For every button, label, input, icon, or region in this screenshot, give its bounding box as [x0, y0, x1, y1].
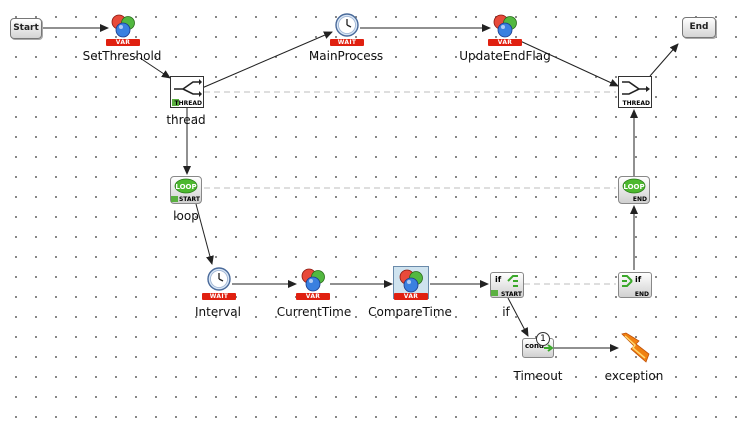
globe-var-icon	[301, 268, 325, 292]
clock-wait-icon	[335, 13, 359, 37]
loop-start-node[interactable]: LOOP START	[170, 176, 202, 204]
compare-time-label: CompareTime	[368, 305, 452, 319]
if-start-node[interactable]: if START	[490, 272, 524, 298]
main-process-node[interactable]: WAIT	[330, 12, 364, 46]
edge-loop-interval	[195, 203, 214, 265]
thread-label: thread	[166, 113, 206, 127]
collapse-toggle[interactable]	[172, 99, 179, 106]
var-badge: VAR	[394, 293, 428, 300]
if-branch-icon	[622, 275, 633, 287]
exception-label: exception	[604, 369, 664, 383]
wait-badge: WAIT	[202, 293, 236, 300]
main-process-label: MainProcess	[308, 49, 384, 63]
collapse-toggle[interactable]	[171, 196, 178, 202]
cond-index-badge: 1	[536, 332, 550, 346]
current-time-node[interactable]: VAR	[296, 266, 330, 300]
globe-var-icon	[111, 14, 135, 38]
edge-thread-mainprocess	[201, 31, 333, 89]
thread-badge: THREAD	[622, 100, 650, 107]
var-badge: VAR	[488, 39, 522, 46]
end-badge: END	[634, 291, 649, 298]
thread-join-icon	[622, 81, 650, 95]
wait-badge: WAIT	[330, 39, 364, 46]
exception-bolt-icon	[621, 332, 650, 363]
edge-if-cond	[507, 297, 529, 337]
loop-text: LOOP	[623, 183, 644, 191]
loop-icon: LOOP	[622, 178, 646, 194]
interval-label: Interval	[195, 305, 241, 319]
update-end-flag-label: UpdateEndFlag	[459, 49, 551, 63]
end-badge: END	[632, 196, 647, 203]
set-threshold-node[interactable]: VAR	[106, 12, 140, 46]
set-threshold-label: SetThreshold	[82, 49, 162, 63]
if-text: if	[495, 275, 502, 284]
globe-var-icon	[493, 14, 517, 38]
thread-fork-node[interactable]: THREAD	[170, 76, 204, 108]
thread-fork-icon	[174, 79, 202, 97]
timeout-label: Timeout	[513, 369, 563, 383]
start-node[interactable]: Start	[10, 18, 42, 39]
collapse-toggle[interactable]	[491, 290, 498, 296]
globe-var-icon	[399, 269, 423, 293]
exception-node[interactable]	[618, 332, 650, 364]
edge-updateendflag-threadjoin	[517, 39, 619, 87]
edge-threadjoin-end	[649, 43, 679, 77]
var-badge: VAR	[106, 39, 140, 46]
thread-join-node[interactable]: THREAD	[618, 76, 652, 108]
loop-label: loop	[173, 209, 199, 223]
if-text: if	[635, 275, 642, 284]
interval-node[interactable]: WAIT	[202, 266, 236, 300]
loop-icon: LOOP	[174, 178, 198, 194]
cond-icon	[544, 344, 554, 352]
end-node[interactable]: End	[682, 17, 716, 38]
edge-setthreshold-thread	[139, 57, 171, 79]
loop-text: LOOP	[175, 183, 196, 191]
start-badge: START	[178, 196, 200, 203]
timeout-cond-node[interactable]: cond 1	[522, 332, 558, 360]
thread-badge: THREAD	[174, 100, 202, 107]
var-badge: VAR	[296, 293, 330, 300]
if-end-node[interactable]: if END	[618, 272, 652, 298]
update-end-flag-node[interactable]: VAR	[488, 12, 522, 46]
loop-end-node[interactable]: LOOP END	[618, 176, 650, 204]
if-label: if	[502, 305, 510, 319]
start-badge: START	[500, 291, 522, 298]
clock-wait-icon	[207, 267, 231, 291]
if-branch-icon	[507, 275, 518, 287]
current-time-label: CurrentTime	[276, 305, 352, 319]
compare-time-node[interactable]: VAR	[393, 266, 429, 300]
cond-text: cond	[525, 342, 544, 350]
